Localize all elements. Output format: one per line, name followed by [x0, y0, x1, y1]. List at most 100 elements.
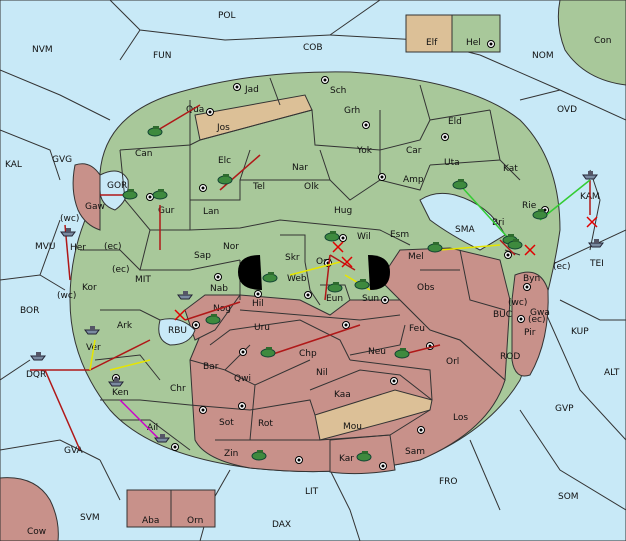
province-label-Sap: Sap — [194, 251, 211, 261]
army-unit-icon[interactable] — [147, 126, 163, 137]
army-unit-icon[interactable] — [324, 231, 340, 242]
province-Aba[interactable] — [126, 489, 172, 528]
army-unit-icon[interactable] — [251, 450, 267, 461]
province-Orn[interactable] — [170, 489, 216, 528]
province-Cow[interactable] — [0, 477, 59, 541]
fleet-unit-icon[interactable] — [154, 434, 170, 443]
coast-label: (ec) — [553, 262, 571, 272]
army-unit-icon[interactable] — [356, 451, 372, 462]
army-unit-icon[interactable] — [394, 348, 410, 359]
coast-label: (ec) — [104, 242, 122, 252]
province-label-Rot: Rot — [258, 419, 273, 429]
province-label-Sch: Sch — [330, 86, 346, 96]
province-Pir[interactable] — [511, 271, 549, 377]
province-label-Aba: Aba — [142, 516, 159, 526]
province-label-Mel: Mel — [408, 252, 424, 262]
support-order-arrow — [439, 244, 501, 251]
province-label-Nar: Nar — [292, 163, 308, 173]
province-borders — [80, 77, 521, 451]
sea-RBU[interactable] — [158, 318, 196, 346]
province-Con[interactable] — [557, 0, 626, 86]
army-unit-icon[interactable] — [507, 239, 523, 250]
province-label-Jos: Jos — [216, 123, 230, 133]
province-label-Qua: Qua — [186, 105, 204, 115]
move-order-arrow — [44, 369, 81, 451]
province-label-Gaw: Gaw — [85, 202, 105, 212]
province-label-Feu: Feu — [409, 324, 425, 334]
province-label-Uta: Uta — [444, 158, 460, 168]
coast-label: (wc) — [57, 291, 76, 301]
province-label-Her: Her — [70, 243, 86, 253]
province-label-GVG: GVG — [52, 155, 72, 165]
province-label-Amp: Amp — [403, 175, 424, 185]
fleet-unit-icon[interactable] — [60, 228, 76, 237]
fleet-unit-icon[interactable] — [108, 378, 124, 387]
fleet-unit-icon[interactable] — [582, 171, 598, 180]
failed-order-mark — [174, 309, 186, 321]
province-label-OVD: OVD — [557, 105, 577, 115]
move-order-arrow — [324, 254, 331, 301]
province-label-Ail: Ail — [147, 423, 158, 433]
sea-SMA[interactable] — [419, 192, 506, 251]
army-unit-icon[interactable] — [427, 242, 443, 253]
supply-center-icon — [206, 108, 214, 116]
province-label-DAX: DAX — [272, 520, 291, 530]
supply-center-icon — [254, 290, 262, 298]
army-unit-icon[interactable] — [354, 279, 370, 290]
province-label-Con: Con — [594, 36, 612, 46]
supply-center-icon — [146, 193, 154, 201]
army-unit-icon[interactable] — [152, 189, 168, 200]
province-label-LIT: LIT — [305, 487, 319, 497]
province-label-Chp: Chp — [299, 349, 317, 359]
province-label-Olk: Olk — [304, 182, 320, 192]
canal-cap-west — [238, 255, 262, 290]
province-label-Kat: Kat — [503, 164, 518, 174]
province-label-MVU: MVU — [35, 242, 56, 252]
province-label-Gwa: Gwa — [530, 308, 550, 318]
supply-centers — [112, 40, 549, 470]
province-label-Eun: Eun — [326, 294, 343, 304]
army-unit-icon[interactable] — [262, 272, 278, 283]
province-label-Nor: Nor — [223, 242, 239, 252]
army-unit-icon[interactable] — [452, 179, 468, 190]
fleet-unit-icon[interactable] — [30, 352, 46, 361]
province-label-Bar: Bar — [203, 362, 219, 372]
army-unit-icon[interactable] — [532, 209, 548, 220]
supply-center-icon — [239, 348, 247, 356]
supply-center-icon — [381, 296, 389, 304]
supply-center-icon — [304, 291, 312, 299]
supply-center-icon — [517, 315, 525, 323]
move-order-arrow — [89, 339, 151, 371]
province-label-Gur: Gur — [158, 206, 175, 216]
province-label-Uru: Uru — [254, 323, 270, 333]
fleet-unit-icon[interactable] — [84, 326, 100, 335]
province-label-Eld: Eld — [448, 117, 462, 127]
army-unit-icon[interactable] — [217, 174, 233, 185]
province-label-TEI: TEI — [589, 259, 604, 269]
province-label-ALT: ALT — [604, 368, 620, 378]
army-unit-icon[interactable] — [327, 282, 343, 293]
supply-center-icon — [390, 377, 398, 385]
fleet-unit-icon[interactable] — [588, 239, 604, 248]
move-order-arrow — [184, 301, 241, 321]
province-Gaw[interactable] — [72, 163, 101, 231]
supply-center-icon — [417, 426, 425, 434]
province-label-SVM: SVM — [80, 513, 100, 523]
province-label-Bri: Bri — [492, 218, 504, 228]
army-unit-icon[interactable] — [260, 347, 276, 358]
province-label-NVM: NVM — [32, 45, 53, 55]
province-label-Neu: Neu — [368, 347, 386, 357]
province-label-Zin: Zin — [224, 449, 238, 459]
fleet-unit-icon[interactable] — [177, 291, 193, 300]
province-label-KAL: KAL — [5, 160, 22, 170]
province-label-Elc: Elc — [218, 156, 231, 166]
army-unit-icon[interactable] — [122, 189, 138, 200]
province-label-COB: COB — [303, 43, 323, 53]
province-label-Esm: Esm — [390, 230, 409, 240]
province-label-Rie: Rie — [522, 201, 537, 211]
province-label-Wil: Wil — [357, 232, 371, 242]
province-label-MIT: MIT — [135, 275, 151, 285]
army-unit-icon[interactable] — [205, 314, 221, 325]
province-label-FRO: FRO — [439, 477, 458, 487]
